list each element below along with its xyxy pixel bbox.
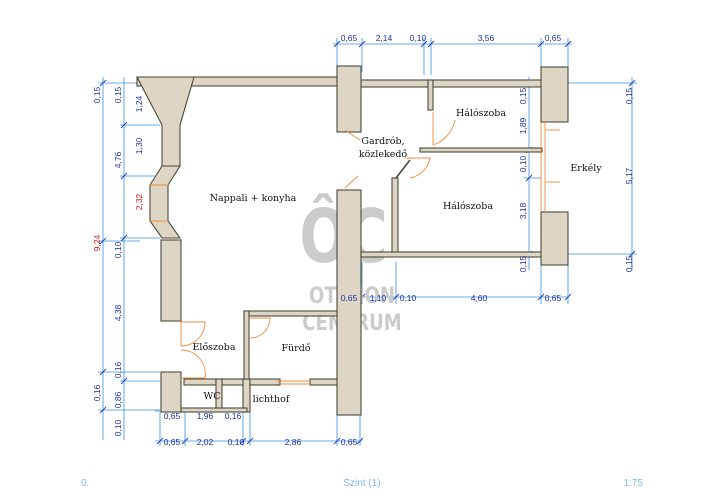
dim-bottom-2: 2,02 — [197, 437, 214, 447]
footer-left: 0. — [81, 478, 89, 489]
dim-rin-4: 3,18 — [518, 202, 528, 219]
dim-lin-4: 2,32 — [134, 193, 144, 210]
dim-mid-3: 0,10 — [400, 293, 417, 303]
room-wardrobe-line2: közlekedő — [359, 149, 408, 160]
dim-bottom-1: 0,65 — [164, 437, 181, 447]
walls — [136, 65, 569, 416]
dim-top-2: 2,14 — [376, 33, 393, 43]
dim-lout-4: 4,38 — [113, 304, 123, 321]
dim-rin-2: 1,89 — [518, 117, 528, 134]
dim-top-3: 0,10 — [410, 33, 427, 43]
dim-rout-2: 5,17 — [624, 167, 634, 184]
room-labels: Nappali + konyha Gardrób, közlekedő Háló… — [192, 108, 602, 405]
room-bedroom-2: Hálószoba — [443, 201, 493, 212]
room-living-kitchen: Nappali + konyha — [210, 193, 297, 204]
dim-bottom-3: 0,10 — [228, 437, 245, 447]
footer: 0. Szint (1) 1:75 — [81, 478, 643, 489]
dim-mid-5: 0,65 — [545, 293, 562, 303]
dim-bottom-5: 0,65 — [341, 437, 358, 447]
dim-lout-6: 0,86 — [113, 391, 123, 408]
dim-bottom-4: 2,86 — [285, 437, 302, 447]
room-wc: WC — [203, 391, 220, 402]
dim-binner-2: 1,96 — [197, 411, 214, 421]
dim-rout-3: 0,15 — [624, 255, 634, 272]
dim-mid-4: 4,60 — [471, 293, 488, 303]
dim-top-5: 0,65 — [545, 33, 562, 43]
dim-binner-1: 0,65 — [164, 411, 181, 421]
room-hall: Előszoba — [192, 342, 235, 353]
dim-lin-3: 1,30 — [134, 137, 144, 154]
dim-mid-1: 0,65 — [341, 293, 358, 303]
room-balcony: Erkély — [570, 163, 602, 174]
dim-lout-total: 9,24 — [92, 234, 102, 251]
room-bedroom-1: Hálószoba — [456, 108, 506, 119]
footer-right: 1:75 — [624, 478, 644, 489]
dim-lout-7: 0,10 — [113, 419, 123, 436]
room-wardrobe-line1: Gardrób, — [361, 136, 404, 147]
room-lightwell: lichthof — [253, 394, 291, 405]
dim-lout-5: 0,16 — [92, 384, 102, 401]
room-bathroom: Fürdő — [281, 343, 310, 354]
doors — [180, 112, 560, 379]
dim-lout-2: 4,76 — [113, 151, 123, 168]
footer-center: Szint (1) — [343, 478, 380, 489]
dimension-texts: 0,65 2,14 0,10 3,56 0,65 0,65 1,10 0,10 … — [92, 33, 634, 447]
dim-lin-1: 0,15 — [113, 86, 123, 103]
fixtures — [150, 122, 546, 385]
dim-top-4: 3,56 — [478, 33, 495, 43]
dim-binner-3: 0,16 — [225, 411, 242, 421]
dim-rin-3: 0,10 — [518, 155, 528, 172]
dim-top-1: 0,65 — [341, 33, 358, 43]
dim-lout-3: 0,10 — [113, 241, 123, 258]
dim-rin-5: 0,15 — [518, 255, 528, 272]
dim-lin-2: 1,24 — [134, 95, 144, 112]
dim-mid-2: 1,10 — [370, 293, 387, 303]
dim-lout-1: 0,15 — [92, 86, 102, 103]
dim-rin-1: 0,15 — [518, 87, 528, 104]
dim-rout-1: 0,15 — [624, 87, 634, 104]
dim-lin-5: 0,16 — [113, 361, 123, 378]
